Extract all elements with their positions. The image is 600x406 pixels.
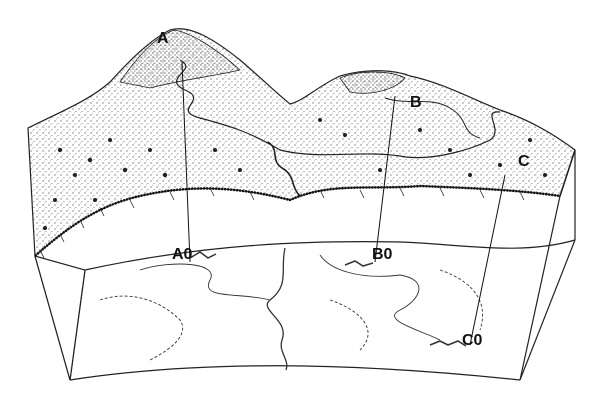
label-b0: B0 — [372, 246, 393, 263]
terrain-fill — [27, 28, 576, 258]
mountain-a-dense — [119, 29, 241, 89]
label-a: A — [157, 30, 169, 47]
box-frame — [34, 150, 576, 381]
hill-b-dense — [339, 71, 406, 94]
map-contours-3 — [439, 269, 484, 331]
point-labels: A B C A0 B0 C0 — [157, 30, 530, 349]
map-road-b — [319, 254, 441, 341]
right-cliff — [559, 149, 576, 197]
box-edge-right — [519, 195, 561, 381]
box-top-curve — [84, 239, 576, 271]
cliff-hatching — [39, 187, 525, 259]
trees — [43, 118, 547, 230]
label-c0: C0 — [462, 332, 483, 349]
proj-line-a — [181, 61, 191, 263]
surface-road — [176, 59, 501, 159]
projection-lines — [181, 61, 506, 346]
box-bottom-curve — [69, 365, 521, 381]
proj-line-b — [374, 95, 396, 263]
map-river — [266, 247, 288, 371]
map-village-c — [429, 340, 467, 347]
map-village-b — [344, 260, 374, 267]
label-c: C — [518, 153, 530, 170]
surface-road-b — [384, 97, 481, 139]
map-contours-2 — [329, 299, 369, 351]
terrain-surface — [27, 28, 576, 259]
label-a0: A0 — [172, 246, 193, 263]
map-village-a — [189, 251, 217, 259]
map-contours-1 — [99, 295, 184, 361]
front-rim — [34, 184, 561, 257]
box-edge-right-inner — [519, 239, 576, 381]
label-b: B — [410, 94, 422, 111]
map-road-a — [139, 263, 271, 301]
base-map — [99, 247, 484, 371]
box-side-left-fill — [34, 255, 86, 381]
proj-line-c — [469, 174, 506, 346]
surface-river — [267, 141, 301, 197]
